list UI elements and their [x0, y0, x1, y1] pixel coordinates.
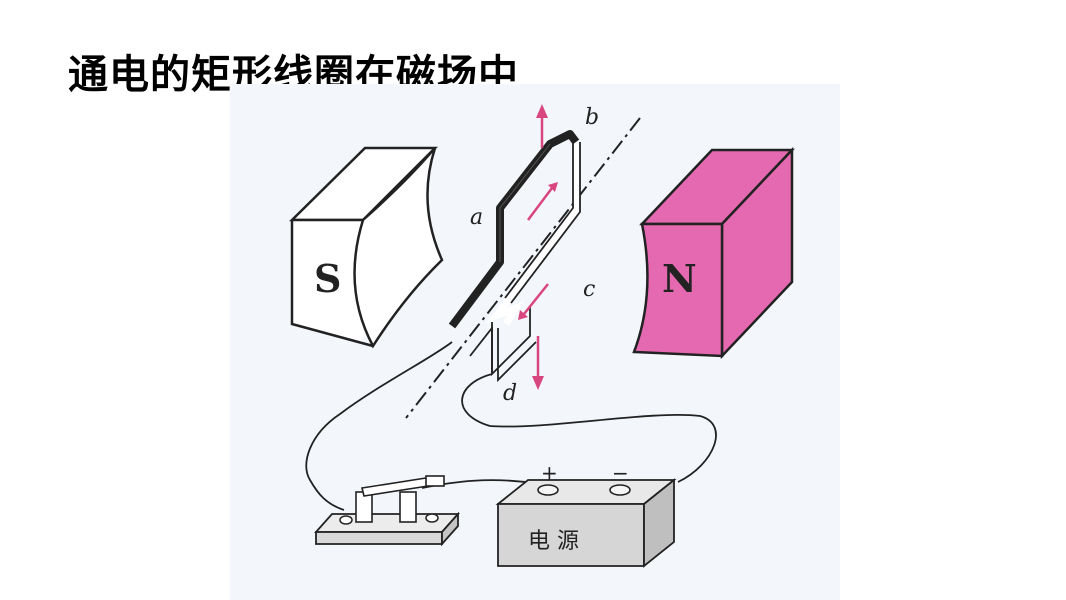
knife-switch: [313, 475, 461, 547]
wire-to-power-negative: [461, 373, 717, 483]
switch-blade[interactable]: [361, 477, 429, 497]
switch-base-front: [315, 531, 443, 545]
current-arrow-upper-line: [527, 187, 553, 221]
coil-diagram: S N: [230, 84, 840, 600]
switch-base-side: [441, 511, 459, 547]
coil-side-cd-fill: [485, 142, 580, 326]
diagram-svg: S N: [288, 104, 795, 568]
current-arrows: [518, 182, 558, 320]
power-supply-label: 电 源: [528, 529, 579, 554]
south-pole-label: S: [314, 256, 341, 301]
north-magnet: N: [632, 146, 795, 360]
rectangular-coil: [448, 130, 581, 383]
corner-label-a: a: [470, 205, 483, 230]
power-supply-side: [643, 478, 675, 568]
positive-sign: +: [541, 461, 558, 485]
positive-terminal: [537, 484, 559, 496]
switch-terminal-right: [425, 513, 439, 523]
downward-force-arrowhead: [532, 376, 544, 390]
corner-label-b: b: [585, 105, 599, 130]
north-magnet-front-face: [632, 222, 724, 358]
south-magnet-pole-face: [353, 147, 444, 349]
rotation-axis: [405, 117, 641, 419]
current-arrow-lower-line: [523, 283, 549, 315]
switch-handle[interactable]: [425, 475, 445, 487]
switch-post-right: [399, 491, 417, 523]
upward-force-arrowhead: [536, 104, 548, 118]
corner-label-c: c: [583, 277, 595, 302]
south-magnet-front-fill: [292, 220, 373, 346]
negative-terminal: [609, 484, 631, 496]
north-pole-label: N: [662, 256, 697, 301]
current-arrow-upper-head: [548, 182, 558, 192]
coil-side-cd: [504, 142, 581, 304]
coil-side-ab-highlight: [499, 143, 551, 262]
corner-label-d: d: [503, 381, 517, 406]
coil-lead: [469, 325, 493, 372]
switch-terminal-left: [339, 515, 353, 525]
current-arrow-lower-head: [518, 310, 528, 320]
force-arrows: [532, 104, 548, 390]
south-magnet: S: [288, 146, 444, 349]
south-magnet-front-edges: [290, 218, 374, 348]
negative-sign: −: [612, 461, 629, 485]
power-supply: + − 电 源: [495, 461, 677, 568]
wire-to-switch: [305, 341, 453, 511]
